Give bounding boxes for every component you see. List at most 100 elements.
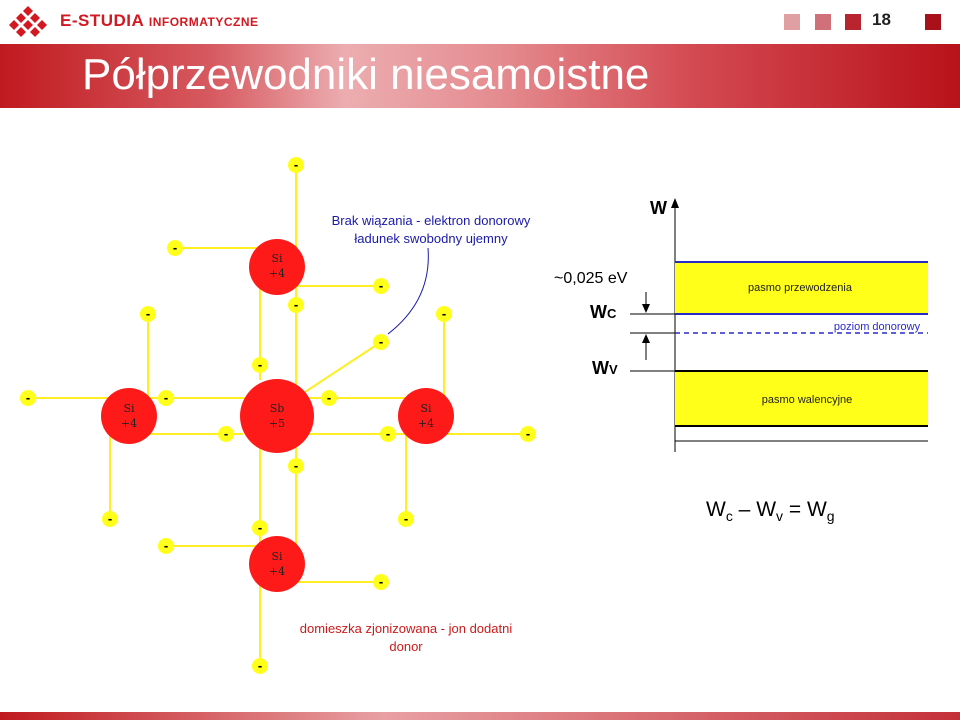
electron-sign: -: [108, 511, 112, 526]
electron-sign: -: [164, 390, 168, 405]
atom-charge: +5: [269, 417, 285, 430]
slide-title: Półprzewodniki niesamoistne: [82, 50, 650, 99]
atom-symbol: Sb: [270, 402, 285, 415]
eq-w3: W: [807, 498, 827, 521]
band-diagram: W pasmo przewodzenia poziom donorowy pas…: [554, 198, 928, 452]
electron: -: [252, 658, 268, 674]
wc-main: W: [590, 302, 607, 322]
electron-sign: -: [26, 390, 30, 405]
electron: -: [140, 306, 156, 322]
electron-sign: -: [258, 658, 262, 673]
slide-diagram: Si +4 Sb +5 Si +4 Si +4 Si +4 - - - - -: [20, 157, 928, 674]
electron: -: [252, 520, 268, 536]
eq-op2: =: [783, 498, 807, 521]
electron-sign: -: [164, 538, 168, 553]
atom-symbol: Si: [123, 402, 135, 415]
annotation-free-electron-line2: ładunek swobodny ujemny: [354, 231, 508, 246]
electron-sign: -: [146, 306, 150, 321]
nav-square-4[interactable]: [925, 14, 941, 30]
valence-band-label: pasmo walencyjne: [762, 394, 853, 406]
electron: -: [167, 240, 183, 256]
wv-label: WV: [592, 358, 618, 378]
atom-symbol: Si: [420, 402, 432, 415]
conduction-band-label: pasmo przewodzenia: [748, 282, 853, 294]
electron-sign: -: [386, 426, 390, 441]
atom-si-left: Si +4: [101, 388, 157, 444]
brand-name: E-STUDIA INFORMATYCZNE: [60, 11, 259, 31]
atoms: Si +4 Sb +5 Si +4 Si +4 Si +4: [101, 239, 454, 592]
axis-arrow-icon: [671, 198, 679, 208]
electron-sign: -: [379, 278, 383, 293]
nav-square-2[interactable]: [815, 14, 831, 30]
electron: -: [398, 511, 414, 527]
electron: -: [373, 278, 389, 294]
brand-main: E-STUDIA: [60, 11, 144, 30]
atom-charge: +4: [269, 565, 285, 578]
electron: -: [252, 357, 268, 373]
electron: -: [288, 157, 304, 173]
arrow-up-icon: [642, 334, 650, 343]
electron: -: [380, 426, 396, 442]
atom-charge: +4: [269, 267, 285, 280]
arrow-down-icon: [642, 304, 650, 313]
atom-symbol: Si: [271, 550, 283, 563]
electron: -: [20, 390, 36, 406]
electron: -: [373, 574, 389, 590]
annotation-pointer: [387, 247, 429, 335]
electron: -: [288, 297, 304, 313]
electron-sign: -: [404, 511, 408, 526]
electron-sign: -: [442, 306, 446, 321]
band-gap-equation: Wc – Wv = Wg: [706, 498, 835, 524]
electron-sign: -: [526, 426, 530, 441]
electron-sign: -: [294, 157, 298, 172]
electron-sign: -: [327, 390, 331, 405]
wc-label: WC: [590, 302, 617, 322]
page-number: 18: [872, 10, 891, 29]
logo-icon: [9, 6, 47, 37]
electron: -: [288, 458, 304, 474]
title-bar: [0, 44, 960, 108]
bond: [304, 341, 382, 393]
electron: -: [520, 426, 536, 442]
brand-sub: INFORMATYCZNE: [148, 15, 259, 29]
electron: -: [436, 306, 452, 322]
electron-free: -: [373, 334, 389, 350]
wc-sub: C: [607, 306, 617, 321]
eq-s3: g: [827, 508, 835, 524]
electron-sign: -: [258, 357, 262, 372]
atom-si-bottom: Si +4: [249, 536, 305, 592]
atom-charge: +4: [121, 417, 137, 430]
nav-square-1[interactable]: [784, 14, 800, 30]
electron-sign: -: [379, 574, 383, 589]
energy-gap-label: ~0,025 eV: [554, 270, 628, 287]
electron: -: [102, 511, 118, 527]
atom-sb-center: Sb +5: [240, 379, 314, 453]
electron-sign: -: [379, 334, 383, 349]
electron: -: [158, 390, 174, 406]
electron-sign: -: [258, 520, 262, 535]
electrons: - - - - - - - - - - - - - - - - - - - - …: [20, 157, 536, 674]
wv-main: W: [592, 358, 609, 378]
annotation-donor-ion-line1: domieszka zjonizowana - jon dodatni: [300, 621, 513, 636]
electron-sign: -: [224, 426, 228, 441]
electron: -: [321, 390, 337, 406]
annotation-free-electron-line1: Brak wiązania - elektron donorowy: [332, 213, 531, 228]
conduction-band: [675, 262, 928, 314]
eq-s1: c: [726, 508, 733, 524]
nav-square-3[interactable]: [845, 14, 861, 30]
eq-s2: v: [776, 508, 783, 524]
electron: -: [158, 538, 174, 554]
electron-sign: -: [294, 458, 298, 473]
atom-si-top: Si +4: [249, 239, 305, 295]
electron-sign: -: [173, 240, 177, 255]
axis-label: W: [650, 198, 667, 218]
wv-sub: V: [609, 362, 618, 377]
electron: -: [218, 426, 234, 442]
electron-sign: -: [294, 297, 298, 312]
eq-w1: W: [706, 498, 726, 521]
atom-charge: +4: [418, 417, 434, 430]
atom-si-right: Si +4: [398, 388, 454, 444]
valence-band: [675, 371, 928, 426]
footer-bar: [0, 712, 960, 720]
eq-w2: W: [756, 498, 776, 521]
